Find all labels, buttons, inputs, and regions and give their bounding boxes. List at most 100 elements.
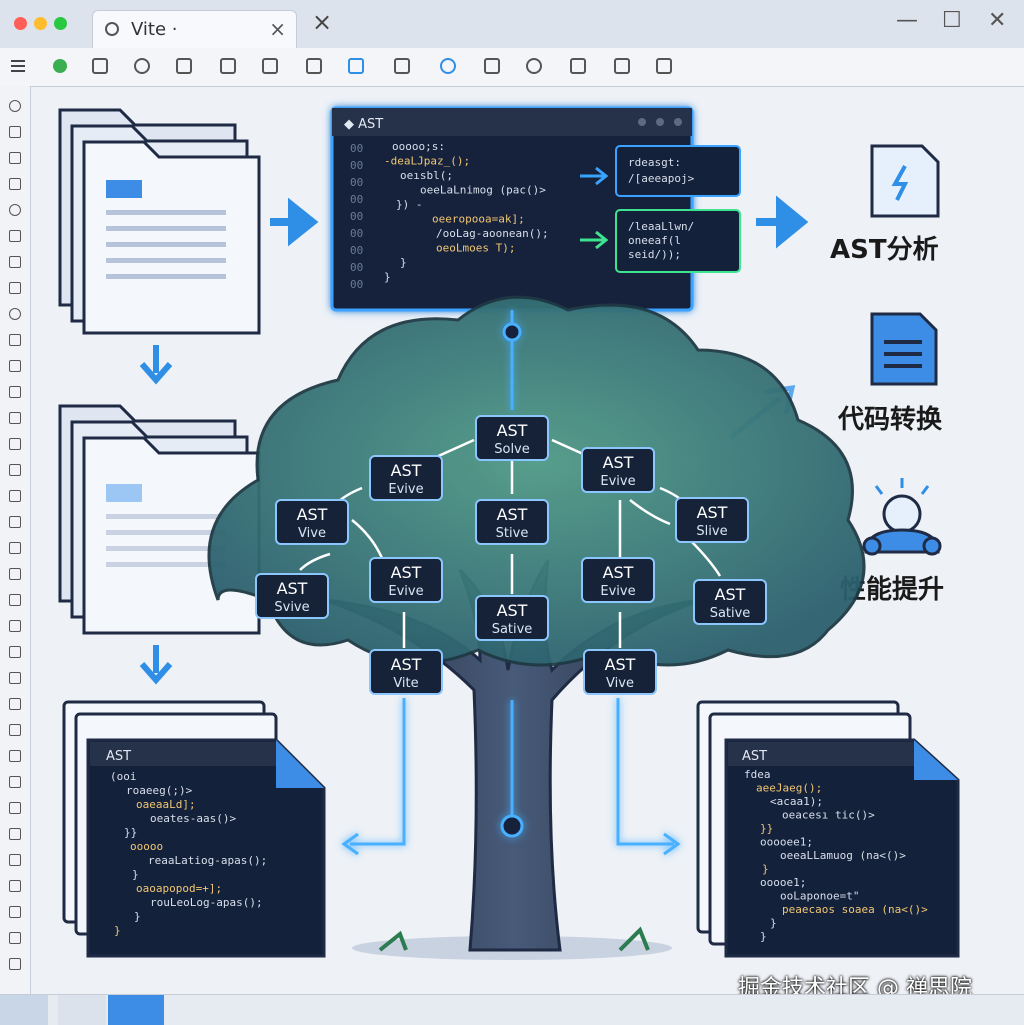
sidebar-tool-icon[interactable]	[9, 672, 21, 684]
sidebar-tool-icon[interactable]	[9, 438, 21, 450]
eye-icon[interactable]	[526, 58, 542, 74]
bottom-tab-1[interactable]	[0, 995, 48, 1025]
bottom-left-code-line: roaeeg(;)>	[126, 784, 193, 797]
sidebar-tool-icon[interactable]	[9, 776, 21, 788]
sidebar-tool-icon[interactable]	[9, 360, 21, 372]
document-icon[interactable]	[614, 58, 630, 74]
tree-node-title: AST	[497, 421, 528, 440]
sidebar-tool-icon[interactable]	[9, 568, 21, 580]
sidebar-tool-icon[interactable]	[9, 932, 21, 944]
tree-node-subtitle: Vive	[298, 526, 326, 541]
minus-box-icon[interactable]	[484, 58, 500, 74]
table-icon[interactable]	[570, 58, 586, 74]
close-button[interactable]: ✕	[988, 8, 1007, 33]
bottom-left-code-line: oeates-aas()>	[150, 812, 236, 825]
bottom-left-code-line: ooooo	[130, 840, 163, 853]
crop-icon[interactable]	[656, 58, 672, 74]
window-icon[interactable]	[220, 58, 236, 74]
sidebar-tool-icon[interactable]	[9, 594, 21, 606]
tree-node-subtitle: Sative	[492, 622, 533, 637]
tree-node-subtitle: Slive	[696, 524, 727, 539]
tree-node-title: AST	[277, 579, 308, 598]
top-panel-header: ◆ AST	[344, 117, 383, 132]
search-icon[interactable]	[9, 100, 21, 112]
clipboard-icon[interactable]	[394, 58, 410, 74]
close-window-dot[interactable]	[14, 17, 27, 30]
new-tab-button[interactable]: ×	[312, 8, 333, 36]
box1-line: rdeasgt:	[628, 156, 681, 169]
sidebar-tool-icon[interactable]	[9, 724, 21, 736]
minimize-window-dot[interactable]	[34, 17, 47, 30]
sidebar-tool-icon[interactable]	[9, 308, 21, 320]
share-icon[interactable]	[440, 58, 456, 74]
tab-close-icon[interactable]: ×	[269, 17, 286, 41]
sidebar-tool-icon[interactable]	[9, 282, 21, 294]
box1-line: /[aeeapoj>	[628, 172, 695, 185]
tag-icon[interactable]	[262, 58, 278, 74]
maximize-window-dot[interactable]	[54, 17, 67, 30]
lightning-doc-icon	[870, 144, 940, 218]
sidebar-tool-icon[interactable]	[9, 464, 21, 476]
sidebar-tool-icon[interactable]	[9, 386, 21, 398]
maximize-button[interactable]: ☐	[942, 8, 962, 33]
bottom-left-code-line: (ooi	[110, 770, 137, 783]
line-number: 00	[350, 278, 363, 291]
sidebar-tool-icon[interactable]	[9, 516, 21, 528]
sidebar-tool-icon[interactable]	[9, 958, 21, 970]
sidebar-tool-icon[interactable]	[9, 490, 21, 502]
sidebar-tool-icon[interactable]	[9, 256, 21, 268]
sidebar-tool-icon[interactable]	[9, 880, 21, 892]
link-icon[interactable]	[176, 58, 192, 74]
sidebar-tool-icon[interactable]	[9, 828, 21, 840]
sidebar-tool-icon[interactable]	[9, 334, 21, 346]
bottom-tab-active[interactable]	[108, 995, 164, 1025]
sidebar-tool-icon[interactable]	[9, 854, 21, 866]
sidebar-tool-icon[interactable]	[9, 204, 21, 216]
sidebar-tool-icon[interactable]	[9, 906, 21, 918]
sidebar-tool-icon[interactable]	[9, 646, 21, 658]
line-number: 00	[350, 227, 363, 240]
label-ast-analysis: AST分析	[830, 235, 939, 265]
sidebar-tool-icon[interactable]	[9, 126, 21, 138]
sidebar-tool-icon[interactable]	[9, 412, 21, 424]
image-icon[interactable]	[306, 58, 322, 74]
sidebar-tool-icon[interactable]	[9, 750, 21, 762]
browser-tab[interactable]: Vite · ×	[92, 10, 297, 48]
tree-node-title: AST	[497, 505, 528, 524]
document-icon-side	[870, 312, 938, 386]
sidebar-tool-icon[interactable]	[9, 152, 21, 164]
sidebar-tool-icon[interactable]	[9, 542, 21, 554]
active-tool-icon[interactable]	[348, 58, 364, 74]
menu-icon[interactable]	[10, 58, 26, 74]
globe-icon[interactable]	[52, 58, 68, 74]
pen-icon[interactable]	[92, 58, 108, 74]
tree-node-box	[581, 557, 655, 603]
box2-line: seid/));	[628, 248, 681, 261]
top-code-line: oeısbl(;	[400, 169, 453, 182]
tree-node-subtitle: Evive	[600, 474, 635, 489]
sidebar-tool-icon[interactable]	[9, 178, 21, 190]
shape-icon[interactable]	[134, 58, 150, 74]
sidebar-tool-icon[interactable]	[9, 230, 21, 242]
sidebar-tool-icon[interactable]	[9, 802, 21, 814]
title-bar: Vite · × × — ☐ ✕	[0, 0, 1024, 49]
sidebar-tool-icon[interactable]	[9, 620, 21, 632]
minimize-button[interactable]: —	[896, 8, 918, 33]
tree-node-subtitle: Vite	[393, 676, 418, 691]
bottom-tab-2[interactable]	[58, 995, 106, 1025]
sidebar-tool-icon[interactable]	[9, 698, 21, 710]
